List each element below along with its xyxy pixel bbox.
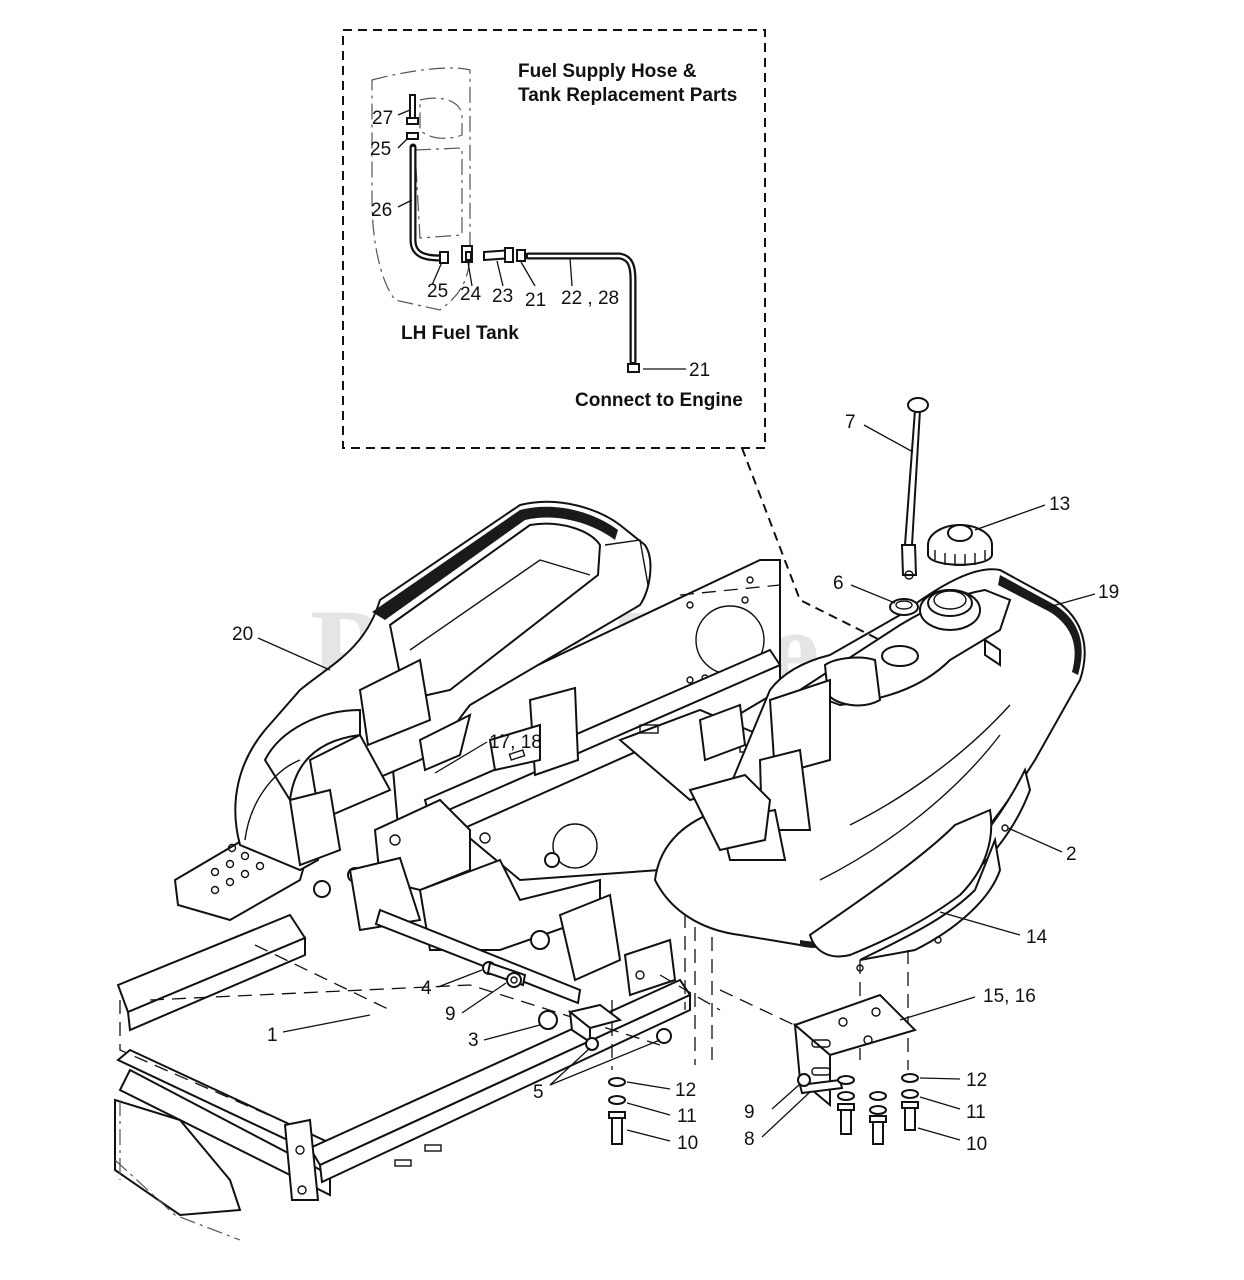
callout-21-engine: 21 [689, 360, 710, 381]
inset-title-line1: Fuel Supply Hose & [518, 61, 697, 82]
callout-9-front: 9 [445, 1004, 456, 1025]
lh-fuel-tank [234, 500, 652, 872]
callout-12-left: 12 [675, 1080, 696, 1101]
front-hardware [482, 961, 672, 1051]
callout-25-bottom: 25 [427, 281, 448, 302]
inset-title-line2: Tank Replacement Parts [518, 85, 737, 106]
callout-19: 19 [1098, 582, 1119, 603]
mounting-plate [348, 559, 806, 1070]
fuel-cap [927, 524, 993, 566]
callout-24: 24 [460, 284, 482, 305]
lh-fuel-tank-label: LH Fuel Tank [401, 323, 519, 344]
callout-4: 4 [421, 978, 432, 999]
callout-10-right: 10 [966, 1134, 987, 1155]
rh-fuel-tank [653, 568, 1086, 948]
callout-22-28: 22 , 28 [561, 288, 619, 309]
callout-3: 3 [468, 1030, 479, 1051]
callout-7: 7 [845, 412, 856, 433]
callout-2: 2 [1066, 844, 1077, 865]
callout-11-right: 11 [966, 1102, 986, 1123]
callout-23: 23 [492, 286, 513, 307]
hardware-stack-middle [837, 1075, 887, 1145]
callout-21-inset: 21 [525, 290, 546, 311]
callout-25-top: 25 [370, 139, 391, 160]
callout-5: 5 [533, 1082, 544, 1103]
callout-10-left: 10 [677, 1133, 698, 1154]
hardware-stack-right [901, 1073, 919, 1131]
callout-15-16: 15, 16 [983, 986, 1036, 1007]
callout-14: 14 [1026, 927, 1048, 948]
callout-1: 1 [267, 1025, 278, 1046]
side-shield [808, 808, 1009, 1070]
grommet [889, 598, 919, 616]
callout-13: 13 [1049, 494, 1070, 515]
callout-9-bracket: 9 [744, 1102, 755, 1123]
callout-17-18: 17, 18 [489, 732, 542, 753]
callout-26: 26 [371, 200, 392, 221]
fuel-level-sender [900, 397, 929, 580]
callout-12-right: 12 [966, 1070, 987, 1091]
hardware-stack-left [608, 1077, 626, 1145]
connect-to-engine-label: Connect to Engine [575, 390, 743, 411]
callout-8: 8 [744, 1129, 755, 1150]
fuel-supply-inset [342, 29, 881, 641]
leader-lines [257, 109, 1096, 1142]
callout-20: 20 [232, 624, 253, 645]
callout-11-left: 11 [677, 1106, 697, 1127]
callout-6: 6 [833, 573, 844, 594]
callout-27: 27 [372, 108, 393, 129]
tank-mount-bracket [793, 993, 917, 1108]
